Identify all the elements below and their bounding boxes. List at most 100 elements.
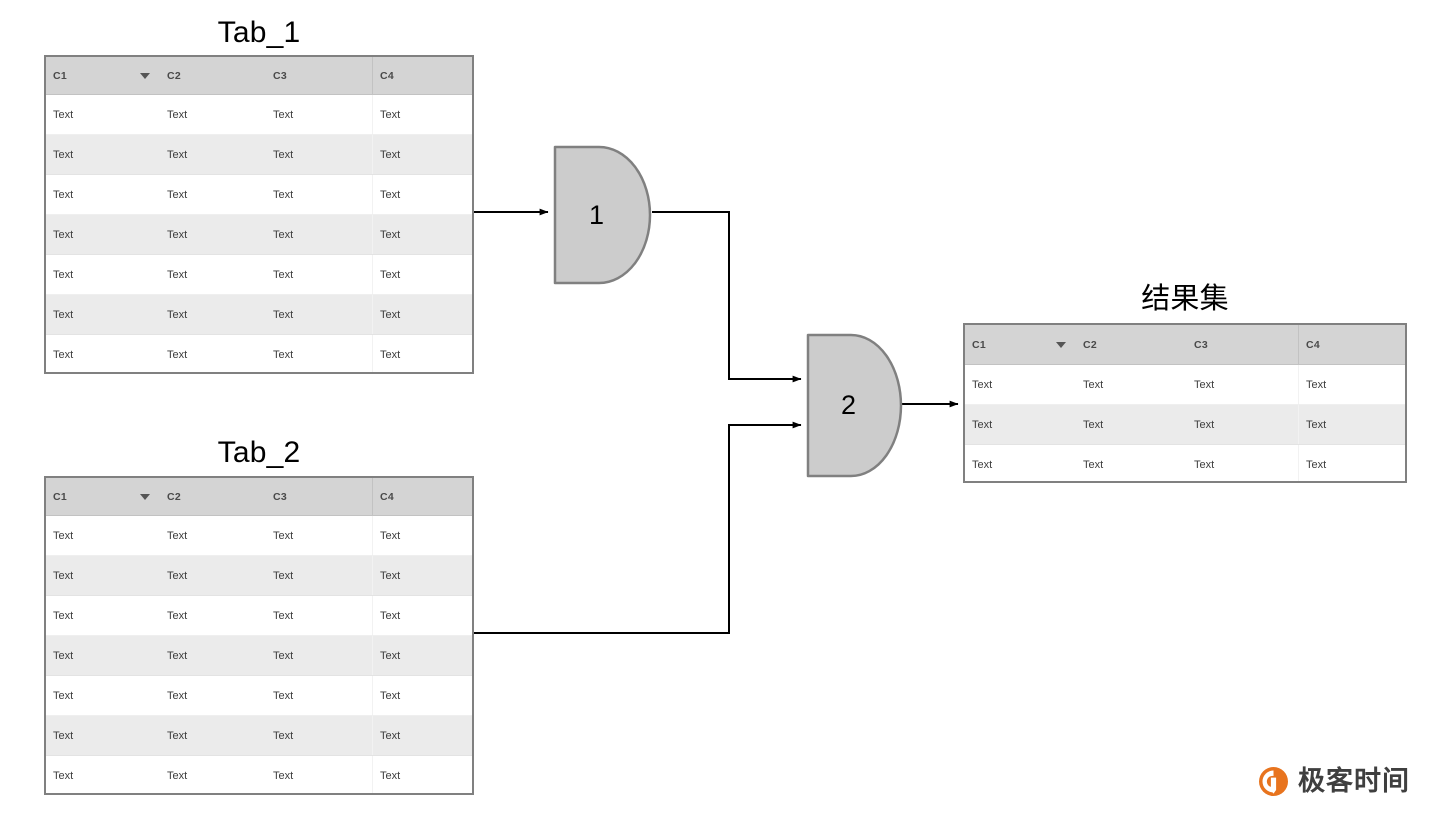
table-cell: Text [273,770,294,782]
source-table-2-column-header-label: C1 [53,490,68,503]
table-cell: Text [53,228,74,241]
table-cell: Text [372,556,472,595]
table-cell: Text [372,135,472,174]
source-table-1-column-header-label: C2 [167,69,182,82]
result-table-header-row: C1 C2 C3 C4 [965,325,1405,365]
source-table-1-column-header-c3[interactable]: C3 [266,57,372,94]
table-cell: Text [167,729,188,742]
table-cell: Text [273,268,294,281]
table-cell: Text [273,529,294,542]
table-cell: Text [1194,378,1215,391]
table-cell: Text [372,295,472,334]
table-cell: Text [1298,445,1405,481]
source-table-2-column-header-c4[interactable]: C4 [372,478,472,515]
table-cell: Text [167,569,188,582]
source-table-2-title: Tab_2 [217,436,301,469]
table-cell: Text [53,649,74,662]
table-cell: Text [1298,405,1405,444]
result-table-column-header-label: C2 [1083,338,1098,351]
caret-down-icon[interactable] [140,493,150,500]
result-table-column-header-c4[interactable]: C4 [1298,325,1405,364]
table-cell: Text [372,215,472,254]
source-table-2-column-header-c2[interactable]: C2 [160,478,266,515]
table-cell: Text [167,349,188,361]
table-cell: Text [972,459,993,471]
table-cell: Text [167,308,188,321]
source-table-1-header-row: C1 C2 C3 C4 [46,57,472,95]
table-cell: Text [167,108,188,121]
source-table-1-column-header-label: C3 [273,69,288,82]
table-row[interactable]: Text Text Text Text [965,445,1405,481]
table-cell: Text [1083,459,1104,471]
source-table-1-column-header-c4[interactable]: C4 [372,57,472,94]
table-cell: Text [53,108,74,121]
table-cell: Text [1298,365,1405,404]
result-table-column-header-label: C1 [972,338,987,351]
table-cell: Text [372,676,472,715]
source-table-1-column-header-label: C1 [53,69,68,82]
result-table-column-header-c3[interactable]: C3 [1187,325,1298,364]
table-row[interactable]: Text Text Text Text [965,365,1405,405]
table-cell: Text [372,596,472,635]
caret-down-icon[interactable] [1056,341,1066,348]
table-cell: Text [53,188,74,201]
table-row[interactable]: Text Text Text Text [46,556,472,596]
result-table-column-header-label: C4 [1306,338,1321,351]
table-cell: Text [273,569,294,582]
table-cell: Text [972,378,993,391]
table-cell: Text [372,516,472,555]
table-row[interactable]: Text Text Text Text [46,596,472,636]
table-cell: Text [273,689,294,702]
table-cell: Text [167,609,188,622]
source-table-2-column-header-label: C2 [167,490,182,503]
table-cell: Text [1194,459,1215,471]
table-cell: Text [273,228,294,241]
wire-gate1-to-gate2 [652,211,802,383]
and-gate-2[interactable]: 2 [806,333,903,478]
gate-2-shape [806,333,903,478]
caret-down-icon[interactable] [140,72,150,79]
table-cell: Text [53,569,74,582]
table-cell: Text [167,148,188,161]
table-cell: Text [1083,418,1104,431]
table-cell: Text [1083,378,1104,391]
table-cell: Text [273,609,294,622]
table-cell: Text [53,609,74,622]
table-cell: Text [167,770,188,782]
result-table-column-header-c2[interactable]: C2 [1076,325,1187,364]
table-cell: Text [273,729,294,742]
source-table-1-title: Tab_1 [217,16,301,49]
table-cell: Text [273,308,294,321]
result-table-column-header-c1[interactable]: C1 [965,325,1076,364]
source-table-1-column-header-c2[interactable]: C2 [160,57,266,94]
source-table-1-column-header-c1[interactable]: C1 [46,57,160,94]
source-table-2-column-header-c1[interactable]: C1 [46,478,160,515]
source-table-2-column-header-c3[interactable]: C3 [266,478,372,515]
table-cell: Text [53,729,74,742]
result-table-column-header-label: C3 [1194,338,1209,351]
gate-1-shape [553,145,652,285]
table-cell: Text [53,770,74,782]
and-gate-1[interactable]: 1 [553,145,652,285]
table-cell: Text [273,188,294,201]
table-cell: Text [372,335,472,372]
table-cell: Text [972,418,993,431]
